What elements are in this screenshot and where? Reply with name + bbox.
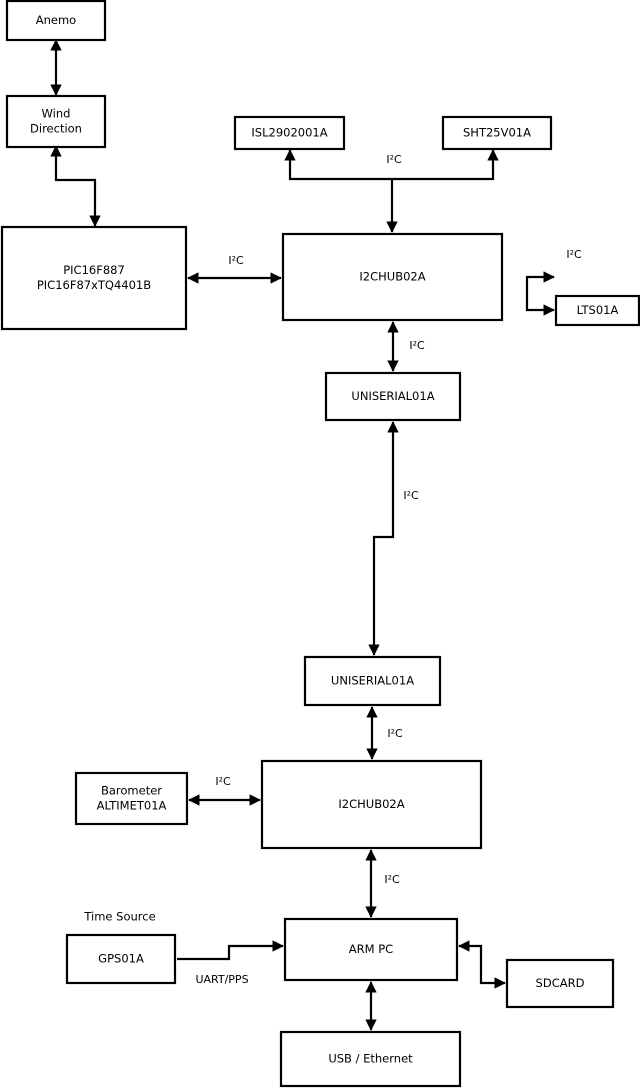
edge-line — [177, 940, 284, 961]
edge-label: I²C — [215, 775, 231, 788]
node-label: Wind — [42, 107, 71, 121]
node-label: Anemo — [36, 13, 76, 27]
node-lts[interactable]: LTS01A — [554, 294, 640, 327]
edge-line — [368, 421, 399, 656]
node-box[interactable] — [283, 917, 459, 982]
node-label: I2CHUB02A — [359, 270, 425, 284]
edge-pic-hub: I²C — [187, 254, 282, 284]
edge-label: I²C — [384, 873, 400, 886]
node-box[interactable] — [505, 958, 615, 1009]
edge-pic-wind — [50, 145, 101, 227]
node-label: ISL2902001A — [251, 126, 327, 140]
node-label: LTS01A — [577, 303, 619, 317]
free-label-time-source: Time Source — [83, 910, 155, 924]
node-label: ARM PC — [349, 942, 393, 956]
node-label: UNISERIAL01A — [331, 674, 414, 688]
edge-armpc-sdcard — [458, 940, 506, 989]
node-box[interactable] — [279, 1030, 462, 1088]
node-box[interactable] — [441, 115, 553, 151]
node-gps[interactable]: GPS01A — [65, 933, 177, 985]
edge-barometer-hub2: I²C — [188, 775, 261, 806]
free-labels-layer: Time Source — [83, 910, 155, 924]
node-uniserial_1[interactable]: UNISERIAL01A — [324, 371, 462, 422]
node-uniserial_2[interactable]: UNISERIAL01A — [303, 655, 442, 707]
node-label: PIC16F887 — [63, 263, 125, 277]
edge-label: I²C — [387, 727, 403, 740]
edge-gps-armpc: UART/PPS — [177, 940, 284, 986]
node-label: Direction — [30, 122, 82, 136]
node-box[interactable] — [554, 294, 640, 327]
edge-hub-uniserial1: I²C — [387, 321, 425, 372]
node-label: SHT25V01A — [463, 126, 531, 140]
node-box[interactable] — [303, 655, 442, 707]
node-hub_top[interactable]: I2CHUB02A — [281, 232, 504, 322]
node-label: SDCARD — [536, 976, 585, 990]
edge-uniserial1-uniserial2: I²C — [368, 421, 419, 656]
edge-hub-lts-in: I²C — [525, 248, 582, 316]
node-box[interactable] — [65, 933, 177, 985]
node-label: I2CHUB02A — [338, 797, 404, 811]
node-label: ALTIMET01A — [97, 799, 167, 813]
node-armpc[interactable]: ARM PC — [283, 917, 459, 982]
node-box[interactable] — [233, 115, 346, 151]
edge-label: I²C — [566, 248, 582, 261]
edge-label: UART/PPS — [195, 973, 248, 986]
node-sdcard[interactable]: SDCARD — [505, 958, 615, 1009]
edges-layer: I²C I²C I²C I²C I²C I²C I²C I²C UART/PPS — [50, 39, 582, 1031]
edge-line — [525, 271, 555, 316]
node-box[interactable] — [260, 759, 483, 850]
node-label: Barometer — [101, 784, 162, 798]
edge-label: I²C — [403, 489, 419, 502]
node-label: PIC16F87xTQ4401B — [37, 278, 151, 292]
node-isl[interactable]: ISL2902001A — [233, 115, 346, 151]
node-label: GPS01A — [98, 952, 144, 966]
node-sht[interactable]: SHT25V01A — [441, 115, 553, 151]
node-hub_bottom[interactable]: I2CHUB02A — [260, 759, 483, 850]
node-box[interactable] — [0, 225, 188, 331]
edge-label: I²C — [386, 153, 402, 166]
node-box[interactable] — [324, 371, 462, 422]
node-box[interactable] — [5, 94, 107, 149]
edge-label: I²C — [409, 339, 425, 352]
node-box[interactable] — [281, 232, 504, 322]
edge-hub2-armpc: I²C — [365, 849, 400, 918]
node-usb[interactable]: USB / Ethernet — [279, 1030, 462, 1088]
edge-label: I²C — [228, 254, 244, 267]
node-box[interactable] — [74, 771, 189, 826]
edge-uniserial2-hub2: I²C — [366, 706, 403, 760]
edge-line — [458, 940, 506, 989]
node-box[interactable] — [5, 0, 107, 42]
node-label: USB / Ethernet — [328, 1052, 413, 1066]
node-anemo[interactable]: Anemo — [5, 0, 107, 42]
node-label: UNISERIAL01A — [351, 389, 434, 403]
edge-line — [50, 145, 101, 227]
